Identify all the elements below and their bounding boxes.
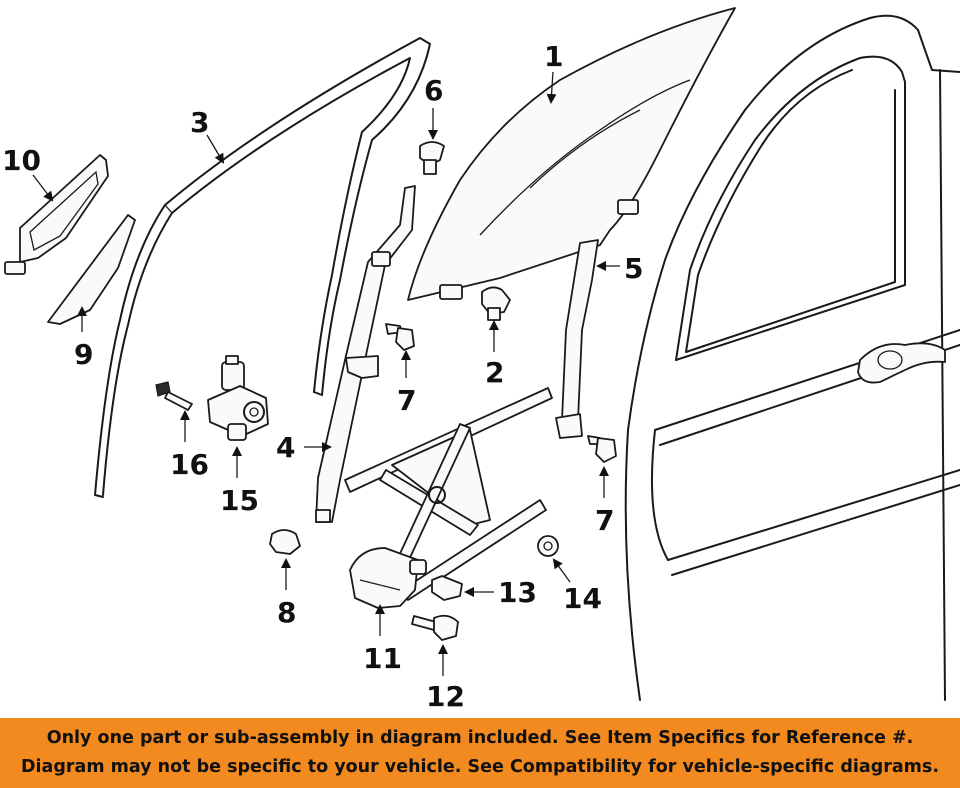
fastener-8 — [269, 529, 301, 555]
callout-12: 12 — [426, 680, 465, 713]
callout-3: 3 — [190, 106, 209, 139]
callout-2: 2 — [485, 356, 504, 389]
callout-7a: 7 — [397, 384, 416, 417]
window-motor — [207, 355, 269, 441]
bolt-16 — [155, 381, 193, 411]
quarter-glass-sash — [4, 154, 109, 275]
callout-7b: 7 — [595, 504, 614, 537]
callout-13: 13 — [498, 576, 537, 609]
guide-rail — [315, 185, 416, 523]
rear-channel — [555, 239, 599, 439]
quarter-glass — [47, 214, 136, 325]
parts-diagram: 1 2 3 4 5 6 7 7 8 9 10 11 12 13 14 15 16 — [2, 7, 960, 713]
fastener-2 — [481, 286, 511, 321]
callout-10: 10 — [2, 144, 41, 177]
door-shell — [624, 14, 960, 701]
disclaimer-line-2: Diagram may not be specific to your vehi… — [21, 757, 939, 777]
callout-11: 11 — [363, 642, 402, 675]
callout-8: 8 — [277, 596, 296, 629]
callout-numbers: 1 2 3 4 5 6 7 7 8 9 10 11 12 13 14 15 16 — [2, 40, 643, 713]
run-channel — [94, 37, 431, 498]
bolt-6 — [419, 141, 445, 175]
fastener-7b — [587, 435, 617, 463]
fastener-12 — [411, 614, 459, 641]
leader-lines — [32, 71, 620, 676]
window-regulator — [344, 387, 553, 609]
fastener-7a — [385, 323, 415, 351]
fastener-13 — [431, 575, 463, 601]
callout-15: 15 — [220, 484, 259, 517]
disclaimer-line-1: Only one part or sub-assembly in diagram… — [46, 728, 914, 748]
callout-6: 6 — [424, 74, 443, 107]
callout-1: 1 — [544, 40, 563, 73]
callout-5: 5 — [624, 252, 643, 285]
callout-14: 14 — [563, 582, 602, 615]
callout-4: 4 — [276, 431, 295, 464]
disclaimer-banner: Only one part or sub-assembly in diagram… — [0, 718, 960, 788]
fastener-14 — [537, 535, 559, 557]
callout-16: 16 — [170, 448, 209, 481]
door-glass — [407, 7, 736, 301]
callout-9: 9 — [74, 338, 93, 371]
